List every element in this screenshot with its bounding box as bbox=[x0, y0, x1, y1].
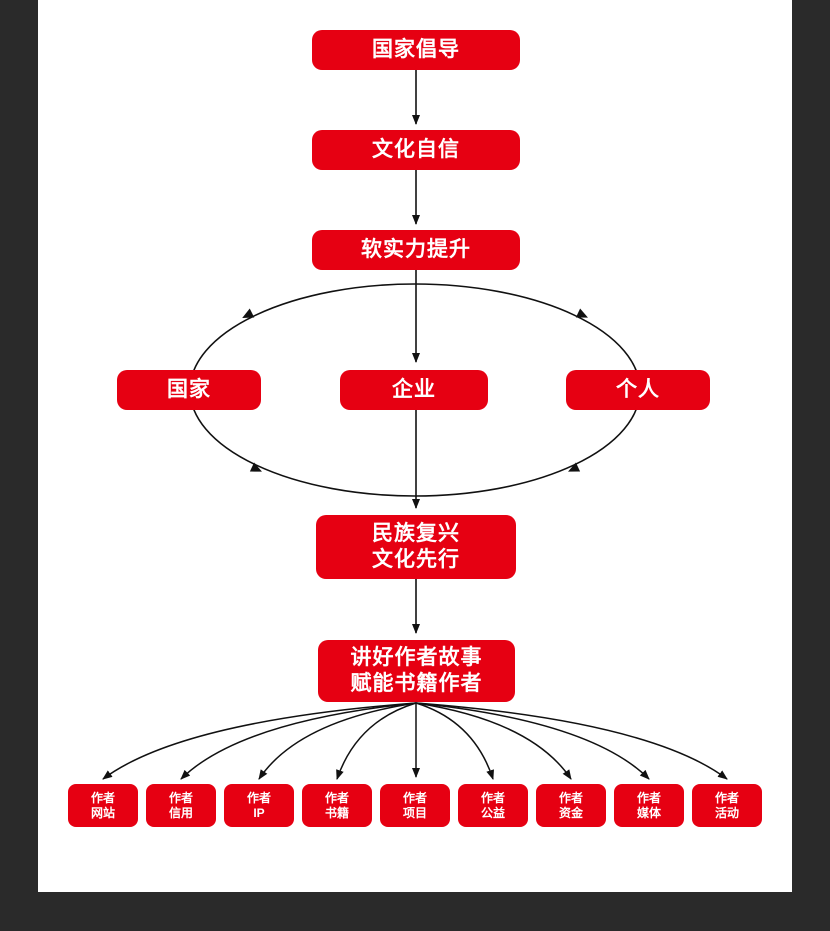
leaf-label-line2: 项目 bbox=[402, 805, 427, 820]
leaf-author-credit: 作者 信用 bbox=[146, 784, 216, 827]
leaf-label-line1: 作者 bbox=[402, 790, 427, 805]
node-enterprise: 企业 bbox=[340, 370, 488, 410]
leaf-label-line2: 媒体 bbox=[636, 805, 661, 820]
node-cultural-confidence: 文化自信 bbox=[312, 130, 520, 170]
leaf-label-line2: 书籍 bbox=[324, 805, 349, 820]
node-label-line1: 讲好作者故事 bbox=[350, 646, 483, 669]
node-individual: 个人 bbox=[566, 370, 710, 410]
leaf-author-projects: 作者 项目 bbox=[380, 784, 450, 827]
node-nation: 国家 bbox=[117, 370, 261, 410]
node-label-line2: 文化先行 bbox=[372, 548, 460, 571]
leaf-label-line2: 网站 bbox=[90, 805, 115, 820]
node-label-line1: 民族复兴 bbox=[372, 522, 460, 545]
node-label: 企业 bbox=[392, 378, 436, 401]
leaf-label-line2: 活动 bbox=[714, 805, 739, 820]
leaf-label-line2: 公益 bbox=[480, 805, 505, 820]
node-story: 讲好作者故事 赋能书籍作者 bbox=[318, 640, 515, 702]
leaf-label-line2: 资金 bbox=[558, 805, 583, 820]
leaf-label-line1: 作者 bbox=[246, 790, 271, 805]
leaf-label-line1: 作者 bbox=[90, 790, 115, 805]
leaf-author-charity: 作者 公益 bbox=[458, 784, 528, 827]
leaf-label-line1: 作者 bbox=[480, 790, 505, 805]
leaf-author-events: 作者 活动 bbox=[692, 784, 762, 827]
leaf-author-website: 作者 网站 bbox=[68, 784, 138, 827]
leaf-author-ip: 作者 IP bbox=[224, 784, 294, 827]
leaf-label-line1: 作者 bbox=[558, 790, 583, 805]
node-label: 软实力提升 bbox=[361, 238, 471, 261]
leaf-label-line2: 信用 bbox=[168, 805, 193, 820]
leaf-label-line1: 作者 bbox=[168, 790, 193, 805]
leaf-label-line1: 作者 bbox=[636, 790, 661, 805]
leaf-author-media: 作者 媒体 bbox=[614, 784, 684, 827]
node-label: 国家 bbox=[167, 378, 211, 401]
node-mission: 民族复兴 文化先行 bbox=[316, 515, 516, 579]
node-label: 国家倡导 bbox=[372, 38, 460, 61]
node-national-advocacy: 国家倡导 bbox=[312, 30, 520, 70]
node-label-line2: 赋能书籍作者 bbox=[350, 672, 483, 695]
leaf-label-line1: 作者 bbox=[714, 790, 739, 805]
node-label: 个人 bbox=[616, 378, 660, 401]
leaf-label-line2: IP bbox=[253, 805, 265, 820]
leaf-author-books: 作者 书籍 bbox=[302, 784, 372, 827]
node-label: 文化自信 bbox=[372, 138, 460, 161]
leaf-author-funding: 作者 资金 bbox=[536, 784, 606, 827]
node-soft-power: 软实力提升 bbox=[312, 230, 520, 270]
leaf-label-line1: 作者 bbox=[324, 790, 349, 805]
